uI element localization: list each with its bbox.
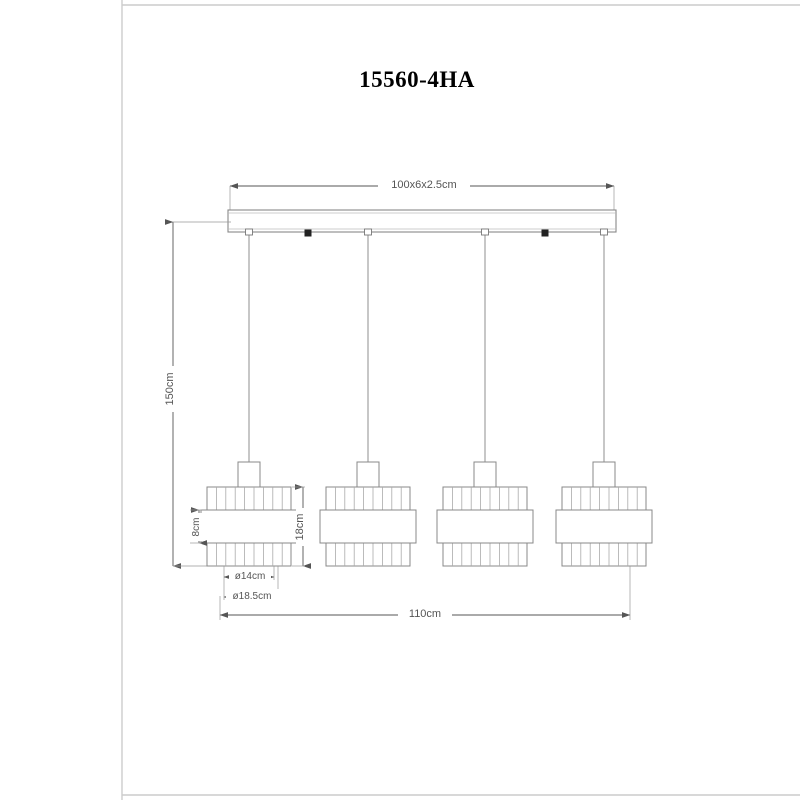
shade-upper-ribs	[325, 486, 411, 511]
inner-diameter-dimension-label: ø14cm	[235, 571, 266, 582]
pendant-lamp	[436, 228, 534, 567]
spread-width-dimension-group: 110cm	[219, 566, 631, 621]
spread-width-dimension-label: 110cm	[409, 608, 441, 620]
drop-label-mask	[165, 366, 179, 412]
band-height-dimension-group: 8cm	[190, 507, 207, 546]
cord-ceiling-connector	[481, 228, 489, 236]
pendant-lamp	[200, 228, 298, 567]
canopy-mount-square	[541, 229, 549, 237]
shade-upper-ribs	[442, 486, 528, 511]
shade-center-band	[436, 509, 534, 544]
spread-label-mask	[398, 607, 452, 621]
cord-ceiling-connector	[600, 228, 608, 236]
shade-lower-ribs	[206, 542, 292, 567]
pendant-lamp	[319, 228, 417, 567]
shade-height-dimension-group: 18cm	[292, 484, 311, 569]
outer-diameter-dimension-label: ø18.5cm	[233, 591, 272, 602]
inner-diameter-dimension-group: ø14cm	[223, 566, 275, 582]
shade-lower-ribs	[325, 542, 411, 567]
band-height-dimension-label: 8cm	[191, 518, 202, 537]
canopy-bar	[227, 209, 617, 237]
band-height-label-mask	[192, 513, 205, 541]
shade-upper-ribs	[206, 486, 292, 511]
page-title: 15560-4HA	[359, 67, 475, 92]
page-border	[121, 0, 800, 800]
canopy-bar-body	[227, 209, 617, 233]
canopy-dimension-group: 100x6x2.5cm	[229, 177, 615, 212]
shade-center-band	[555, 509, 653, 544]
shade-height-label-mask	[296, 508, 310, 546]
shade-upper-ribs	[561, 486, 647, 511]
pendant-lamp	[555, 228, 653, 567]
canopy-dimension-label: 100x6x2.5cm	[391, 179, 456, 191]
cord-ceiling-connector	[364, 228, 372, 236]
drop-height-dimension-label: 150cm	[164, 372, 176, 405]
shade-lower-ribs	[561, 542, 647, 567]
canopy-mount-square	[304, 229, 312, 237]
outer-diameter-dimension-group: ø18.5cm	[223, 566, 280, 602]
shade-lower-ribs	[442, 542, 528, 567]
drop-height-dimension-group: 150cm	[164, 219, 240, 569]
shade-center-band	[319, 509, 417, 544]
shade-center-band	[200, 509, 298, 544]
shade-height-dimension-label: 18cm	[294, 514, 306, 541]
inner-dia-label-mask	[229, 569, 271, 582]
canopy-label-mask	[378, 177, 470, 191]
cord-ceiling-connector	[245, 228, 253, 236]
outer-dia-label-mask	[226, 589, 280, 602]
